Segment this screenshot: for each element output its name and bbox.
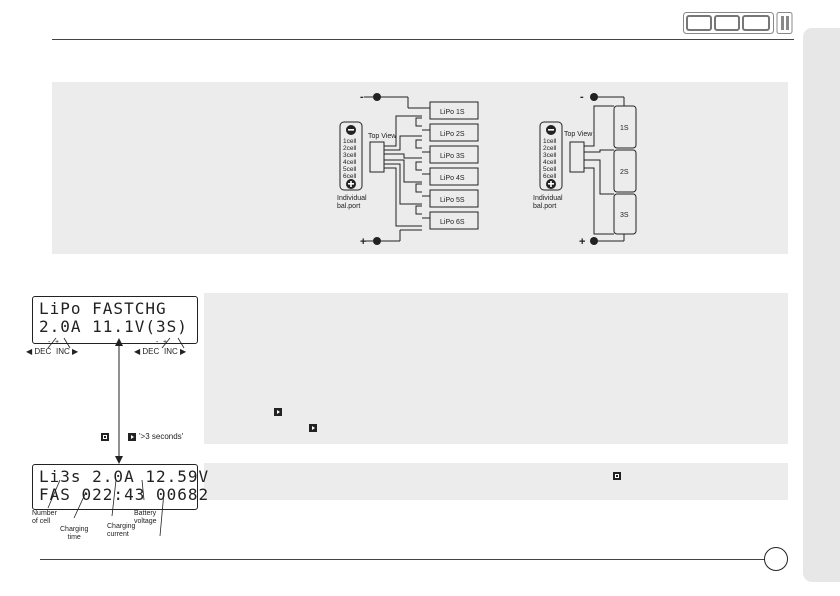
left-cell-label-4: 4cell [343,159,357,166]
left-pack-label-3: LiPo 3S [440,153,465,160]
screen-transition-arrow [115,338,123,464]
right-minus-sign: - [580,91,584,103]
right-cell-label-3: 3cell [543,152,557,159]
lcd1-plus-left: + [55,339,60,346]
start-button-icon-2 [309,424,317,432]
left-top-view-label: Top View [368,133,397,140]
right-cell-label-5: 5cell [543,166,557,173]
left-cell-label-3: 3cell [343,152,357,159]
lcd1-minus-left: - [48,339,51,346]
right-cell-label-1: 1cell [543,138,557,145]
right-pack-label-2: 2S [620,169,629,176]
lcd1-inc-right: INC ▶ [164,347,187,356]
left-port-label-2: bal.port [337,203,360,210]
left-minus-sign: - [360,91,364,103]
right-pack-label-3: 3S [620,212,629,219]
lcd2-line1: Li3s 2.0A 12.59V [39,467,210,486]
page-number-circle [764,547,788,571]
right-port-label-1: Individual [533,195,563,202]
left-wiring-diagram: - + Top View 1cell 2cell 3cell 4cell 5ce… [337,91,479,248]
fast-charge-description-panel [204,293,788,444]
lcd2-pointer-lines [47,479,165,537]
lcd1-minus-right: - [156,339,159,346]
lcd1-inc-left: INC ▶ [56,347,79,356]
status-description-panel [204,463,788,500]
footer-rule [40,559,774,560]
left-cell-label-5: 5cell [343,166,357,173]
side-tab [803,28,840,582]
right-pack-label-1: 1S [620,125,629,132]
lcd1-dec-left: ◀ DEC [26,347,52,356]
hold-duration-label: '>3 seconds' [139,432,184,441]
lcd1-line2: 2.0A 11.1V(3S) [39,317,188,336]
lcd1-dec-right: ◀ DEC [134,347,160,356]
start-key-icon [128,433,136,441]
stop-key-icon [101,433,109,441]
right-cell-label-6: 6cell [543,173,557,180]
left-cell-label-2: 2cell [343,145,357,152]
right-cell-label-4: 4cell [543,159,557,166]
left-pack-label-2: LiPo 2S [440,131,465,138]
header-rule [52,39,794,40]
right-plus-sign: + [579,236,585,248]
start-button-icon [274,408,282,416]
left-pack-label-6: LiPo 6S [440,219,465,226]
left-cell-label-1: 1cell [343,138,357,145]
eco-logo [683,12,793,34]
left-pack-label-5: LiPo 5S [440,197,465,204]
lcd1-plus-right: + [163,339,168,346]
right-port-label-2: bal.port [533,203,556,210]
left-pack-label-1: LiPo 1S [440,109,465,116]
left-pack-label-4: LiPo 4S [440,175,465,182]
lcd1-pointer-lines [47,337,185,349]
left-plus-sign: + [360,236,366,248]
left-port-label-1: Individual [337,195,367,202]
lcd1-line1: LiPo FASTCHG [39,299,167,318]
lcd2-line2: FAS 022:43 00682 [39,485,210,504]
wiring-diagram-panel [52,82,788,254]
right-top-view-label: Top View [564,131,593,138]
left-cell-label-6: 6cell [343,173,357,180]
stop-button-icon [613,472,621,480]
right-wiring-diagram: - + Top View 1cell 2cell 3cell 4cell 5ce… [533,91,637,248]
right-cell-label-2: 2cell [543,145,557,152]
